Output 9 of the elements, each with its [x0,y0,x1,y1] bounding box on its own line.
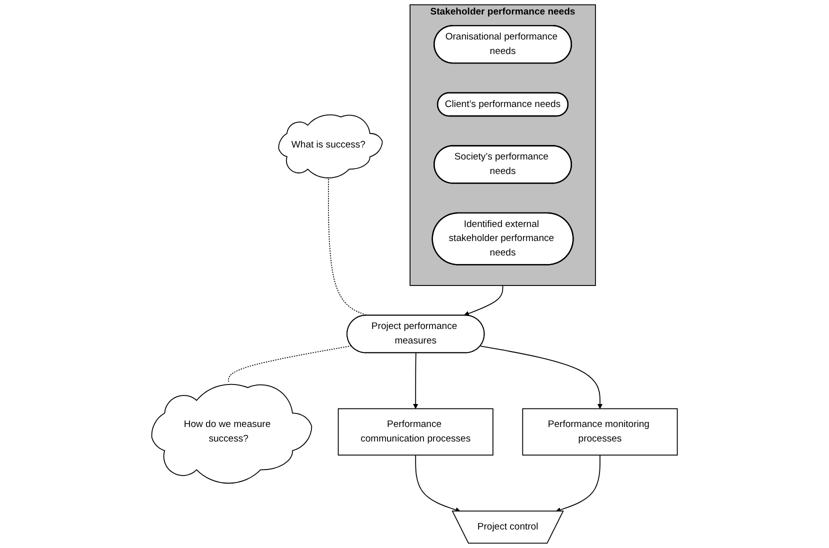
arrow [556,454,600,512]
arrow [464,285,504,316]
node-box: Performance communication processes [338,408,494,456]
arrow [415,454,460,512]
node-box: Performance monitoring processes [522,408,678,456]
connector [328,176,368,316]
arrow [480,346,603,409]
connector [228,345,352,383]
arrow [412,352,418,409]
